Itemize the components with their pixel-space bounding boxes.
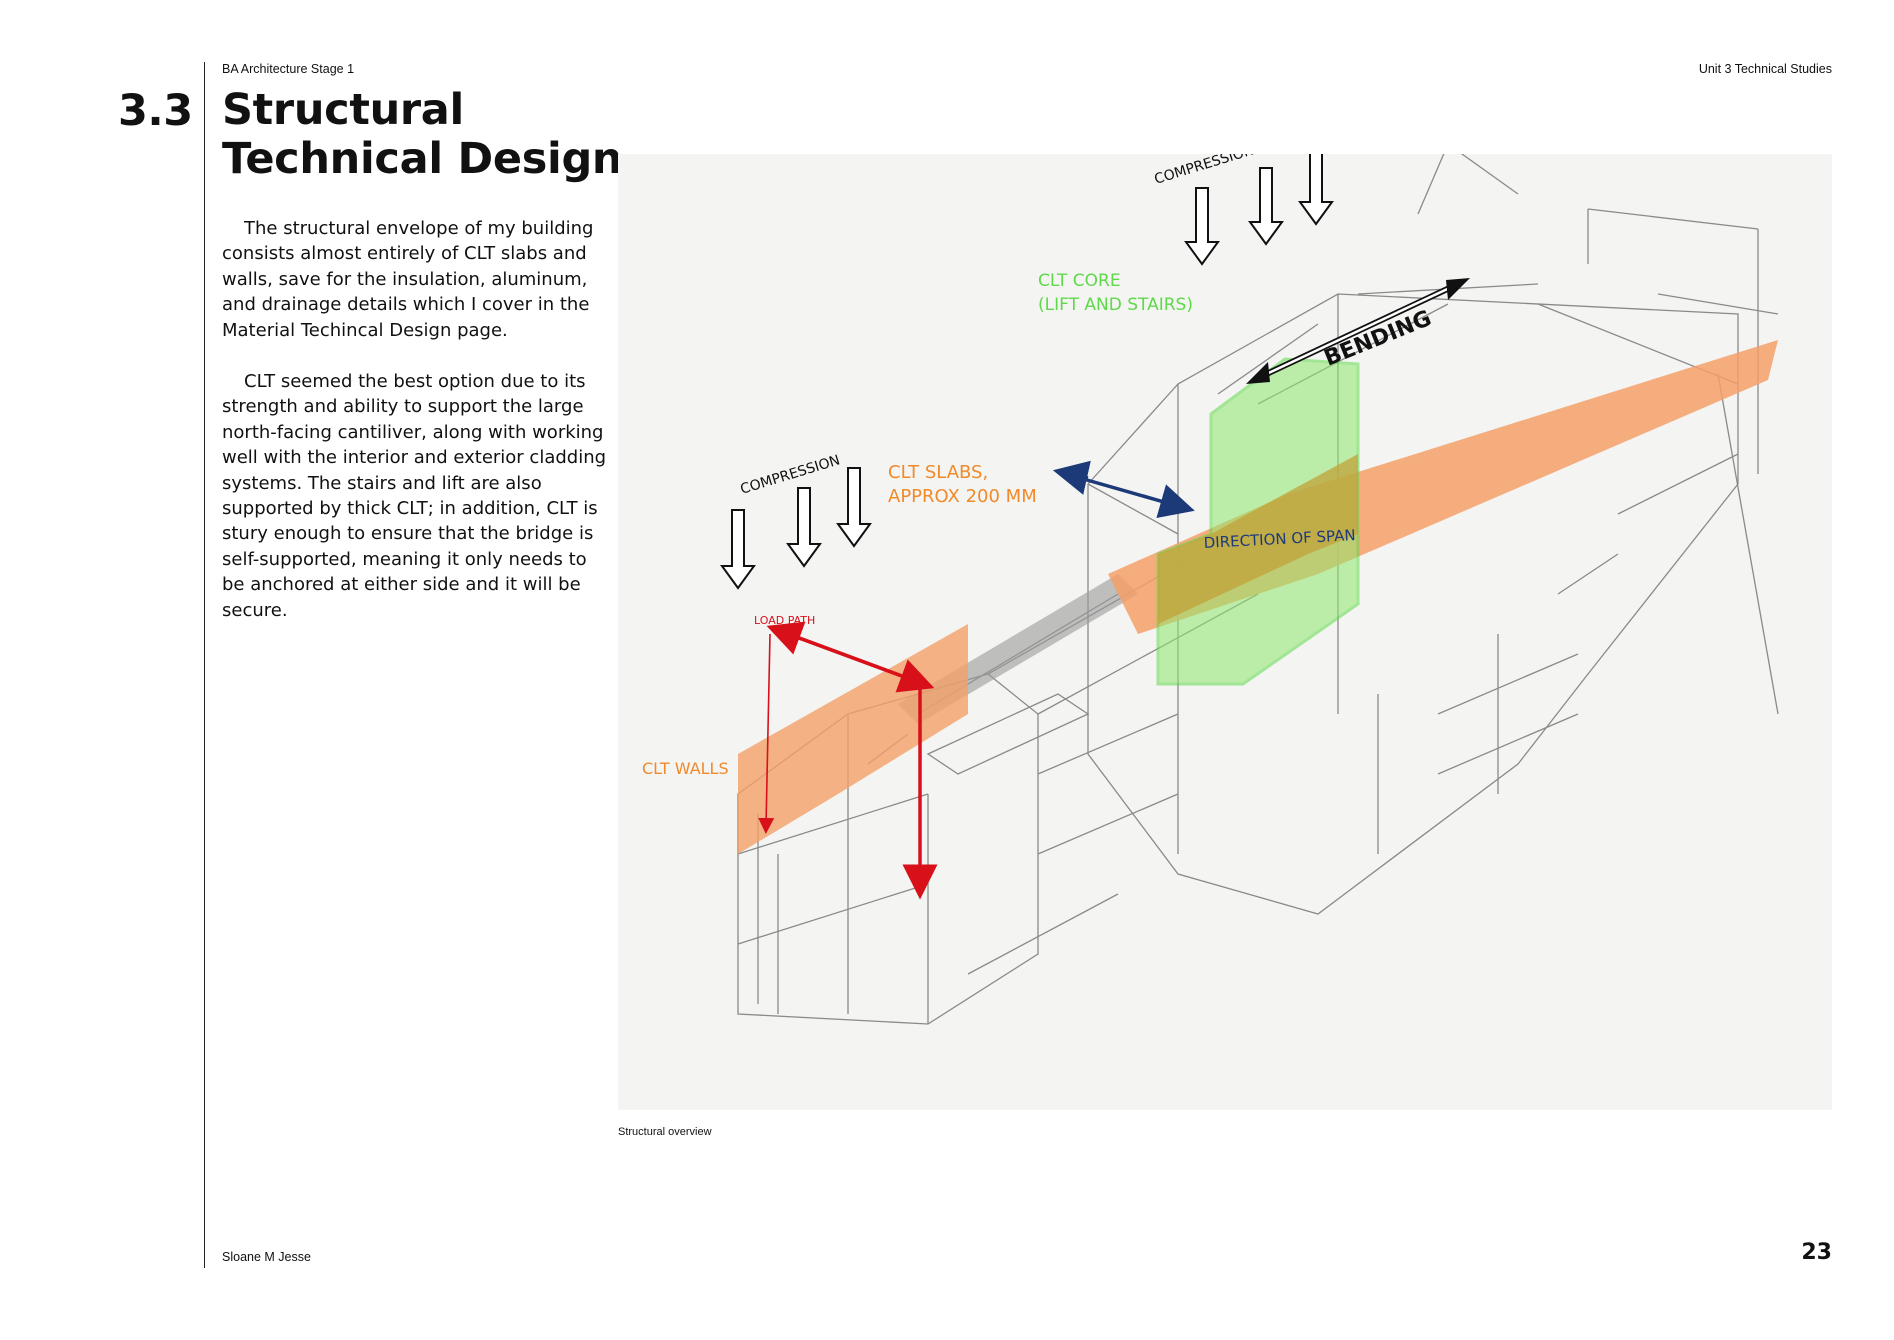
- body-paragraph-1: The structural envelope of my building c…: [222, 218, 594, 341]
- structural-diagram: COMPRESSION COMPRESSION CLT CORE (LIFT A…: [618, 142, 1832, 1110]
- compression-arrows-left: [720, 467, 872, 590]
- body-text: The structural envelope of my building c…: [222, 216, 612, 649]
- title-line-2: Technical Design: [222, 134, 623, 184]
- header-unit: Unit 3 Technical Studies: [1698, 62, 1832, 76]
- label-clt-core-2: (LIFT AND STAIRS): [1038, 295, 1193, 315]
- footer-author: Sloane M Jesse: [222, 1250, 311, 1264]
- label-clt-slabs-1: CLT SLABS,: [888, 462, 988, 483]
- title-line-1: Structural: [222, 85, 464, 135]
- core-slab-overlap: [1158, 454, 1358, 624]
- label-clt-walls: CLT WALLS: [642, 759, 729, 778]
- span-arrow-tail: [1052, 460, 1091, 495]
- margin-rule: [204, 62, 205, 1268]
- label-load-path: LOAD PATH: [754, 614, 815, 627]
- label-clt-core-1: CLT CORE: [1038, 271, 1121, 291]
- span-arrow: [1072, 474, 1195, 519]
- diagram-svg: COMPRESSION COMPRESSION CLT CORE (LIFT A…: [642, 142, 1779, 1025]
- figure-caption: Structural overview: [618, 1126, 712, 1138]
- header-course: BA Architecture Stage 1: [222, 62, 355, 76]
- section-number: 3.3: [118, 86, 193, 136]
- body-paragraph-2: CLT seemed the best option due to its st…: [222, 371, 607, 621]
- page-number: 23: [1801, 1240, 1832, 1265]
- bending-arrow: [1246, 278, 1470, 384]
- compression-arrows-top: [1184, 147, 1334, 266]
- label-compression-top: COMPRESSION: [1152, 154, 1255, 188]
- load-path-arrows: [758, 621, 938, 900]
- label-compression-left: COMPRESSION: [738, 452, 841, 498]
- page-title: Structural Technical Design: [222, 85, 623, 184]
- label-clt-slabs-2: APPROX 200 MM: [888, 486, 1037, 507]
